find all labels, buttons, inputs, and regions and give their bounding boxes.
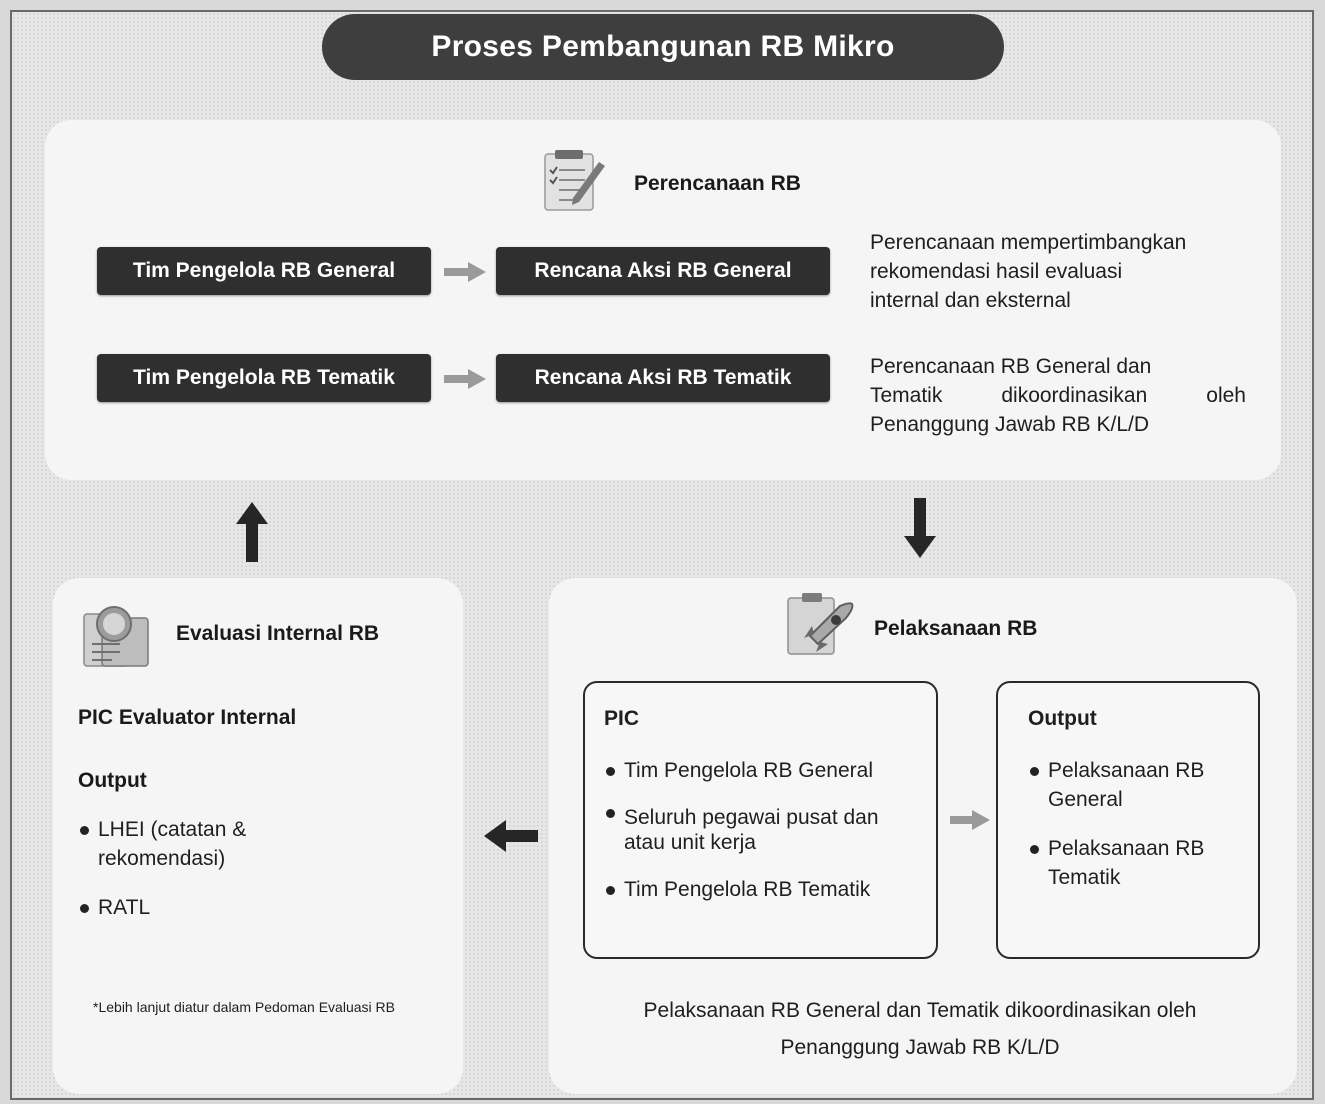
planning-thematic-team-box: Tim Pengelola RB Tematik bbox=[97, 354, 431, 402]
planning-heading: Perencanaan RB bbox=[634, 172, 801, 195]
planning-thematic-action-plan-box: Rencana Aksi RB Tematik bbox=[496, 354, 830, 402]
planning-checklist-icon bbox=[544, 150, 605, 211]
planning-general-action-plan-box: Rencana Aksi RB General bbox=[496, 247, 830, 295]
list-item: LHEI (catatan & rekomendasi) bbox=[78, 815, 278, 873]
implementation-output-box bbox=[996, 681, 1260, 959]
arrow-right-icon bbox=[444, 262, 486, 282]
implementation-output-label: Output bbox=[1028, 707, 1097, 730]
planning-description-1: Perencanaan mempertimbangkan rekomendasi… bbox=[870, 231, 1187, 312]
list-item: Tim Pengelola RB General bbox=[604, 756, 924, 785]
diagram-title: Proses Pembangunan RB Mikro bbox=[322, 14, 1004, 80]
list-item: Pelaksanaan RB Tematik bbox=[1028, 834, 1228, 892]
planning-description-2: Perencanaan RB General dan Tematik dikoo… bbox=[870, 355, 1246, 436]
implementation-heading: Pelaksanaan RB bbox=[874, 617, 1038, 640]
list-item: Seluruh pegawai pusat dan atau unit kerj… bbox=[604, 805, 884, 855]
implementation-output-list: Pelaksanaan RB General Pelaksanaan RB Te… bbox=[1028, 756, 1238, 912]
planning-card bbox=[45, 120, 1281, 480]
implementation-pic-box bbox=[583, 681, 938, 959]
evaluation-report-icon bbox=[83, 606, 149, 667]
evaluation-pic-label: PIC Evaluator Internal bbox=[78, 706, 297, 729]
implementation-note: Pelaksanaan RB General dan Tematik dikoo… bbox=[643, 999, 1197, 1059]
evaluation-output-list: LHEI (catatan & rekomendasi) RATL bbox=[78, 815, 318, 942]
arrow-right-icon bbox=[444, 369, 486, 389]
arrow-right-icon bbox=[950, 810, 990, 830]
implementation-pic-label: PIC bbox=[604, 707, 640, 730]
list-item: Pelaksanaan RB General bbox=[1028, 756, 1228, 814]
arrow-up-icon bbox=[236, 502, 268, 562]
implementation-rocket-icon bbox=[787, 593, 854, 655]
evaluation-footnote: *Lebih lanjut diatur dalam Pedoman Evalu… bbox=[93, 999, 395, 1015]
implementation-pic-list: Tim Pengelola RB General Seluruh pegawai… bbox=[604, 756, 924, 924]
list-item: Tim Pengelola RB Tematik bbox=[604, 875, 924, 904]
arrow-down-icon bbox=[904, 498, 936, 558]
arrow-left-icon bbox=[484, 820, 538, 852]
evaluation-heading: Evaluasi Internal RB bbox=[176, 622, 380, 645]
evaluation-output-label: Output bbox=[78, 769, 147, 792]
list-item: RATL bbox=[78, 893, 318, 922]
planning-general-team-box: Tim Pengelola RB General bbox=[97, 247, 431, 295]
